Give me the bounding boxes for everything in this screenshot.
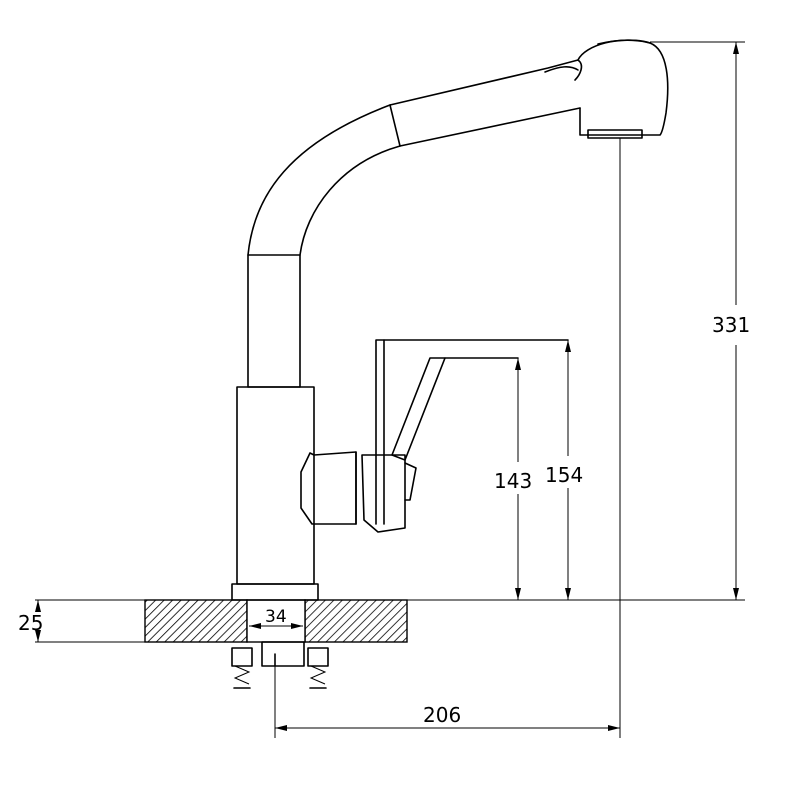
threaded-rod-right: [309, 665, 327, 685]
dim-overall-height: 331: [650, 41, 750, 600]
lever-handle: [361, 339, 569, 533]
spray-head-ridge: [544, 66, 579, 73]
dim-label-154: 154: [545, 463, 583, 487]
spray-head: [577, 39, 669, 136]
spout: [247, 39, 669, 388]
spout-curve-inner: [299, 145, 401, 256]
pullout-hose-bottom: [399, 107, 581, 147]
base-flange: [231, 583, 319, 601]
mounting-bracket-left: [231, 647, 253, 667]
spray-head-contour: [574, 59, 583, 81]
dim-label-143: 143: [494, 469, 532, 493]
lever-knob-side: [404, 462, 417, 501]
dim-deck-thickness: 25: [18, 600, 43, 642]
dim-label-331: 331: [712, 313, 750, 337]
faucet-body: [231, 386, 357, 601]
dim-label-206: 206: [423, 703, 461, 727]
dim-shank-diameter: 34: [249, 607, 303, 629]
mounting-hardware: [231, 641, 329, 689]
deck-hatch-right: [304, 599, 408, 643]
spout-lower-tube: [247, 254, 301, 388]
dim-label-25: 25: [18, 611, 43, 635]
dim-lever-top-height: 154: [545, 340, 583, 600]
countertop-section: [35, 599, 745, 643]
spout-curve-outer: [247, 104, 391, 256]
lever-arm: [391, 357, 446, 461]
deck-hole: [246, 599, 306, 643]
spray-head-top-curve: [597, 39, 651, 45]
dim-lever-pivot-height: 143: [494, 358, 532, 600]
spout-joint: [389, 104, 401, 147]
mounting-nut: [261, 641, 305, 667]
deck-hatch-left: [144, 599, 248, 643]
mounting-bracket-right: [307, 647, 329, 667]
main-body-cylinder: [236, 386, 315, 585]
mixer-cartridge-housing: [300, 451, 357, 525]
threaded-rod-left: [233, 665, 251, 685]
pullout-hose-top: [389, 59, 579, 106]
dim-spout-reach: 206: [274, 138, 621, 738]
lever-raised-outline: [375, 339, 569, 525]
aerator-outlet: [587, 129, 643, 139]
lever-knob: [361, 454, 406, 533]
dim-label-34: 34: [265, 607, 287, 627]
